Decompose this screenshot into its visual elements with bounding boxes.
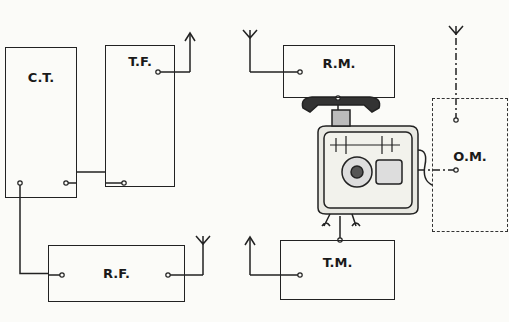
optional-box: O.M. xyxy=(432,98,508,232)
box-label: T.F. xyxy=(106,54,174,70)
box-label: C.T. xyxy=(6,70,76,86)
connector-line xyxy=(20,198,48,274)
box-label: R.M. xyxy=(284,56,394,72)
box-label: T.M. xyxy=(281,255,394,271)
control-terminal-box: C.T. xyxy=(5,47,77,198)
box-label: O.M. xyxy=(433,149,507,165)
connector-line xyxy=(77,171,105,173)
receiver-box: R.M. xyxy=(283,45,395,98)
transmitter-box: T.M. xyxy=(280,240,395,300)
box-label: R.F. xyxy=(49,266,184,282)
transmitter-box: T.F. xyxy=(105,45,175,187)
receiver-box: R.F. xyxy=(48,245,185,302)
